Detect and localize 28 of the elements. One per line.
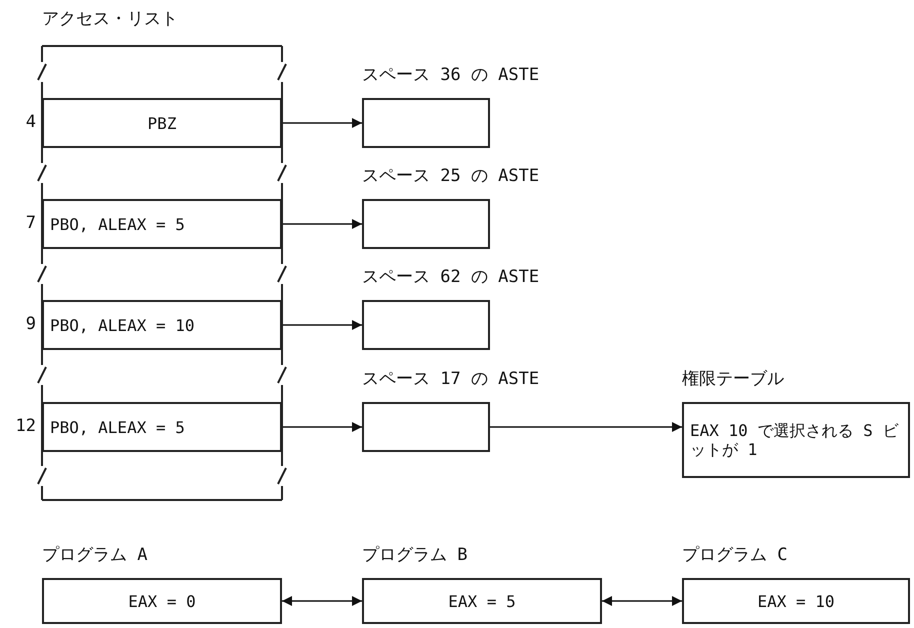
box-heading: スペース 36 の ASTE <box>362 64 540 86</box>
box-heading: スペース 17 の ASTE <box>362 368 540 390</box>
entry-number: 4 <box>24 112 36 132</box>
box-heading: スペース 25 の ASTE <box>362 165 540 187</box>
access-list-entry: PBO, ALEAX = 5 <box>42 199 282 249</box>
arrow <box>282 320 362 330</box>
arrow <box>282 118 362 128</box>
box-heading: プログラム A <box>42 544 148 566</box>
program-box: EAX = 5 <box>362 578 602 624</box>
access-list-entry: PBZ <box>42 98 282 148</box>
entry-number: 12 <box>14 416 36 436</box>
access-list-entry: PBO, ALEAX = 5 <box>42 402 282 452</box>
box-heading: プログラム B <box>362 544 468 566</box>
list-heading: アクセス・リスト <box>42 8 178 30</box>
program-box: EAX = 0 <box>42 578 282 624</box>
access-list-entry: PBO, ALEAX = 10 <box>42 300 282 350</box>
entry-number: 7 <box>24 213 36 233</box>
table-box: EAX 10 で選択される S ビットが 1 <box>682 402 910 478</box>
arrow <box>490 422 682 432</box>
entry-number: 9 <box>24 314 36 334</box>
arrow <box>602 596 682 606</box>
box-heading: 権限テーブル <box>682 368 784 390</box>
program-box: EAX = 10 <box>682 578 910 624</box>
arrow <box>282 219 362 229</box>
arrow <box>282 596 362 606</box>
box-heading: プログラム C <box>682 544 788 566</box>
arrow <box>282 422 362 432</box>
box-heading: スペース 62 の ASTE <box>362 266 540 288</box>
